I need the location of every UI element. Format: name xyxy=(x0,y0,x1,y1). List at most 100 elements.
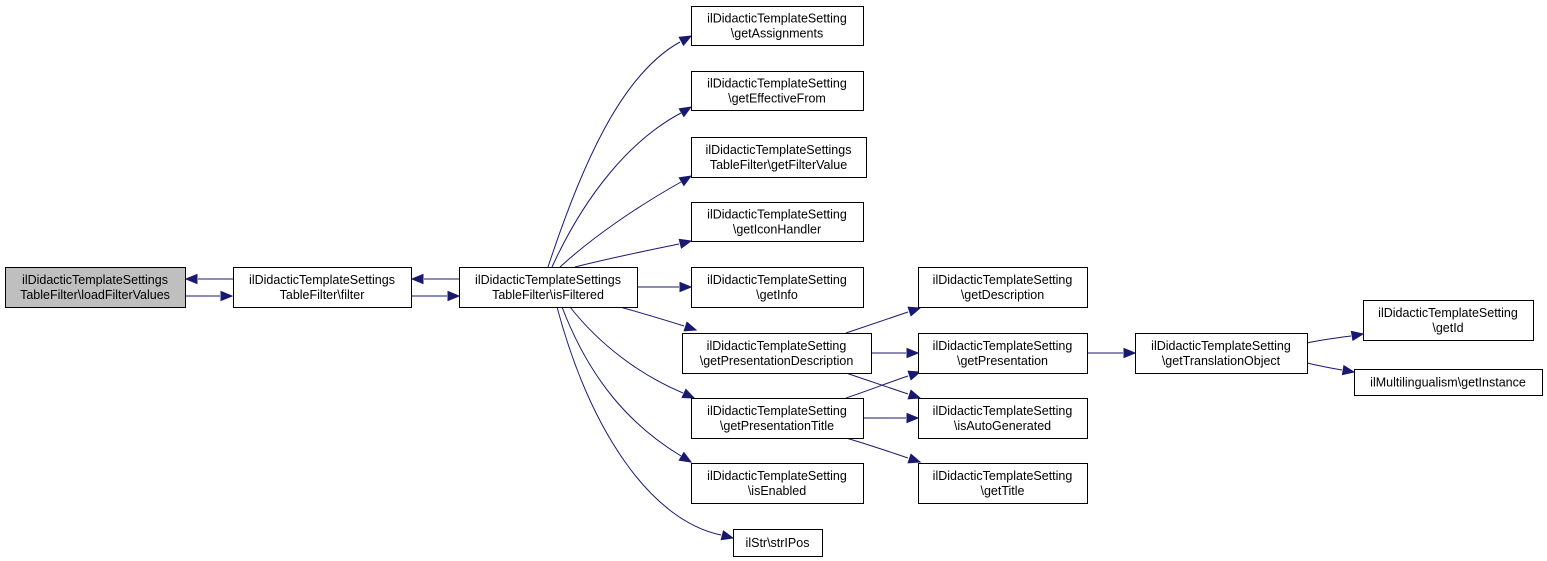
edge-line xyxy=(619,306,685,327)
node-getTitle[interactable]: ilDidacticTemplateSetting\getTitle xyxy=(918,463,1088,504)
node-isFiltered[interactable]: ilDidacticTemplateSettingsTableFilter\is… xyxy=(459,267,638,308)
node-box xyxy=(233,267,412,308)
node-strIPos[interactable]: ilStr\strIPos xyxy=(733,529,823,557)
node-label-line: ilDidacticTemplateSettings xyxy=(249,273,395,287)
edge-isFiltered-to-getIconHandler xyxy=(574,238,693,268)
node-label-line: \getPresentation xyxy=(957,354,1048,368)
node-label-line: TableFilter\loadFilterValues xyxy=(20,288,170,302)
arrowhead xyxy=(678,238,693,249)
node-box xyxy=(1363,300,1534,341)
edge-getPresentationDescription-to-getDescription xyxy=(845,306,922,334)
node-label-line: \getPresentationDescription xyxy=(700,354,854,368)
node-label-line: \isAutoGenerated xyxy=(954,419,1051,433)
node-getInstance[interactable]: ilMultilingualism\getInstance xyxy=(1354,369,1543,396)
arrowhead xyxy=(1350,330,1365,342)
node-label-line: ilDidacticTemplateSettings xyxy=(706,143,852,157)
node-filter[interactable]: ilDidacticTemplateSettingsTableFilter\fi… xyxy=(233,267,412,308)
edge-line xyxy=(559,181,682,268)
node-label-line: ilDidacticTemplateSettings xyxy=(475,273,621,287)
arrowhead xyxy=(1341,364,1356,376)
edge-isFiltered-to-getPresentationDescription xyxy=(619,306,698,332)
edge-getPresentationTitle-to-isAutoGenerated xyxy=(863,412,920,424)
edge-line xyxy=(845,437,909,459)
node-loadFilterValues[interactable]: ilDidacticTemplateSettingsTableFilter\lo… xyxy=(5,267,186,308)
edge-line xyxy=(845,375,909,399)
edge-isFiltered-to-strIPos xyxy=(556,306,735,541)
edge-line xyxy=(547,41,681,268)
edge-line xyxy=(561,306,682,457)
edge-isFiltered-to-getEffectiveFrom xyxy=(551,106,693,268)
arrowhead xyxy=(678,451,693,463)
edge-isFiltered-to-filter xyxy=(410,273,459,285)
node-getInfo[interactable]: ilDidacticTemplateSetting\getInfo xyxy=(691,267,864,308)
node-label-line: ilDidacticTemplateSetting xyxy=(707,77,847,91)
node-box xyxy=(682,333,872,374)
edge-getPresentationTitle-to-getTitle xyxy=(845,437,922,464)
node-label-line: ilDidacticTemplateSetting xyxy=(1378,306,1518,320)
node-getEffectiveFrom[interactable]: ilDidacticTemplateSetting\getEffectiveFr… xyxy=(691,71,864,111)
edge-getPresentationTitle-to-getPresentation xyxy=(845,370,922,399)
node-label-line: \getPresentationTitle xyxy=(720,419,834,433)
node-box xyxy=(691,202,864,242)
edge-filter-to-loadFilterValues xyxy=(184,273,233,285)
edge-line xyxy=(556,306,722,536)
arrowhead xyxy=(220,290,234,302)
edge-line xyxy=(569,306,684,394)
node-getDescription[interactable]: ilDidacticTemplateSetting\getDescription xyxy=(918,267,1088,308)
node-label-line: TableFilter\isFiltered xyxy=(492,288,604,302)
node-label-line: \getAssignments xyxy=(731,27,823,41)
node-isAutoGenerated[interactable]: ilDidacticTemplateSetting\isAutoGenerate… xyxy=(918,398,1088,439)
node-box xyxy=(459,267,638,308)
node-getPresentationTitle[interactable]: ilDidacticTemplateSetting\getPresentatio… xyxy=(691,398,864,439)
edge-getTranslationObject-to-getInstance xyxy=(1306,362,1356,376)
node-box xyxy=(1135,333,1308,374)
node-box xyxy=(691,137,867,178)
node-label-line: ilMultilingualism\getInstance xyxy=(1370,376,1526,390)
arrowhead xyxy=(906,412,920,424)
arrowhead xyxy=(907,370,922,381)
arrowhead xyxy=(678,106,693,118)
node-getFilterValue[interactable]: ilDidacticTemplateSettingsTableFilter\ge… xyxy=(691,137,867,178)
node-label-line: \getDescription xyxy=(961,288,1044,302)
edges-layer xyxy=(184,35,1365,541)
arrowhead xyxy=(681,388,696,399)
edge-line xyxy=(1306,335,1352,344)
node-label-line: ilDidacticTemplateSetting xyxy=(707,469,847,483)
node-label-line: \getIconHandler xyxy=(733,223,821,237)
node-box xyxy=(918,333,1088,374)
node-label-line: ilStr\strIPos xyxy=(746,536,810,550)
node-label-line: \getTitle xyxy=(980,484,1024,498)
edge-line xyxy=(574,243,680,268)
node-box xyxy=(691,463,864,504)
arrowhead xyxy=(410,273,424,285)
node-box xyxy=(691,71,864,111)
edge-isFiltered-to-getPresentationTitle xyxy=(569,306,696,399)
node-box xyxy=(918,267,1088,308)
node-box xyxy=(5,267,186,308)
node-label-line: ilDidacticTemplateSetting xyxy=(707,12,847,26)
arrowhead xyxy=(720,530,735,541)
node-getTranslationObject[interactable]: ilDidacticTemplateSetting\getTranslation… xyxy=(1135,333,1308,374)
node-label-line: \getId xyxy=(1432,321,1463,335)
node-label-line: ilDidacticTemplateSetting xyxy=(933,273,1073,287)
node-isEnabled[interactable]: ilDidacticTemplateSetting\isEnabled xyxy=(691,463,864,504)
node-getAssignments[interactable]: ilDidacticTemplateSetting\getAssignments xyxy=(691,6,864,46)
node-label-line: \getTranslationObject xyxy=(1162,354,1281,368)
node-getPresentation[interactable]: ilDidacticTemplateSetting\getPresentatio… xyxy=(918,333,1088,374)
node-getPresentationDescription[interactable]: ilDidacticTemplateSetting\getPresentatio… xyxy=(682,333,872,374)
node-label-line: ilDidacticTemplateSetting xyxy=(933,404,1073,418)
node-label-line: TableFilter\getFilterValue xyxy=(710,158,847,172)
edge-line xyxy=(845,372,909,395)
edge-getPresentationDescription-to-getPresentation xyxy=(871,347,920,359)
edge-getPresentationDescription-to-isAutoGenerated xyxy=(845,372,922,400)
node-box xyxy=(918,463,1088,504)
node-getId[interactable]: ilDidacticTemplateSetting\getId xyxy=(1363,300,1534,341)
node-box xyxy=(733,529,823,557)
node-box xyxy=(691,267,864,308)
arrowhead xyxy=(906,347,920,359)
node-getIconHandler[interactable]: ilDidacticTemplateSetting\getIconHandler xyxy=(691,202,864,242)
node-box xyxy=(691,6,864,46)
node-label-line: ilDidacticTemplateSettings xyxy=(22,273,168,287)
arrowhead xyxy=(184,273,198,285)
